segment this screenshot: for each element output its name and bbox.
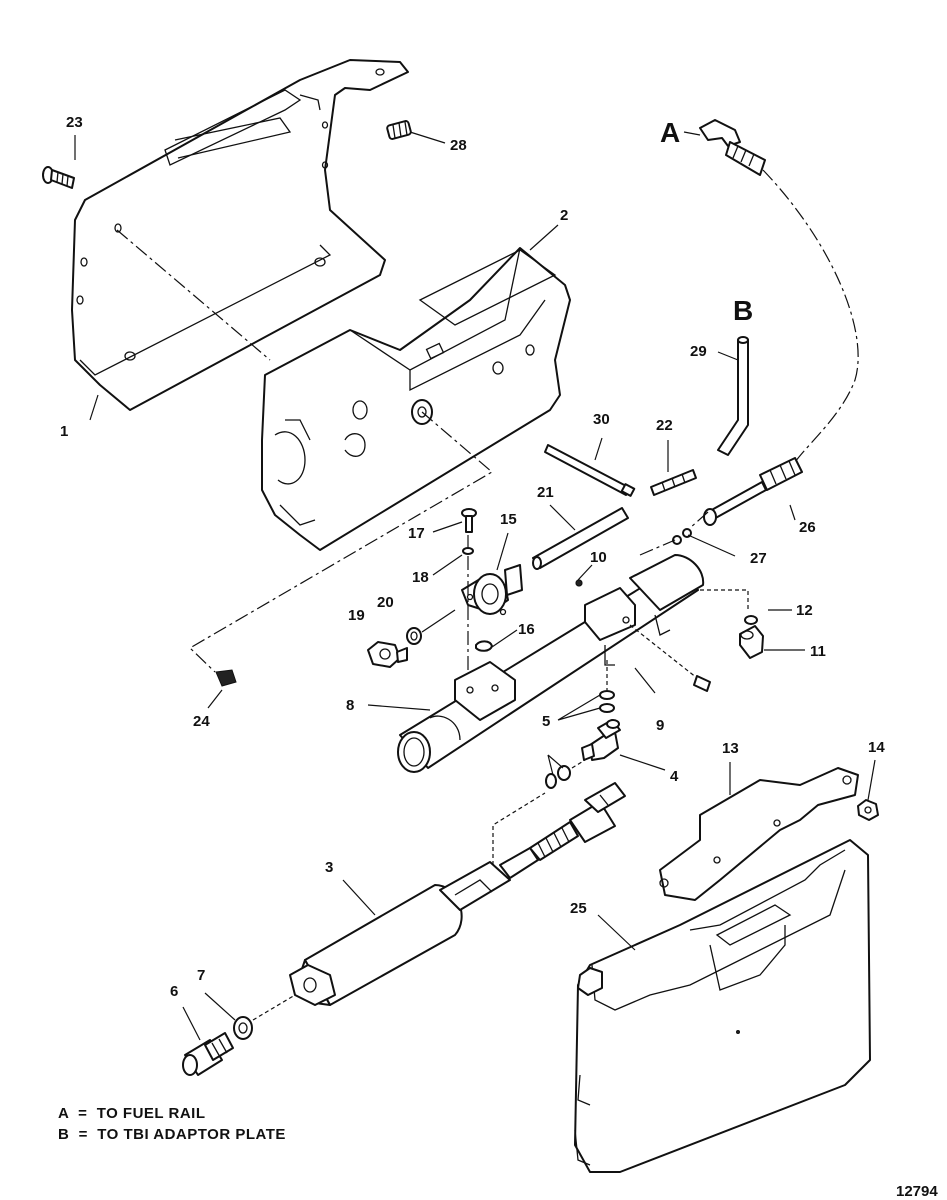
callout-6: 6 — [170, 983, 178, 1000]
connection-b-label: B — [733, 295, 753, 326]
callout-10: 10 — [590, 549, 607, 566]
callout-5: 5 — [542, 713, 550, 730]
callout-29: 29 — [690, 343, 707, 360]
connection-a-label: A — [660, 117, 680, 148]
callout-19: 19 — [348, 607, 365, 624]
leader-lines — [74, 131, 876, 1041]
callout-8: 8 — [346, 697, 354, 714]
screw — [42, 166, 75, 189]
callout-7: 7 — [197, 967, 205, 984]
callout-20: 20 — [377, 594, 394, 611]
tie-strap — [544, 444, 636, 497]
drawing-code: 12794 — [896, 1183, 938, 1200]
regulator-screw — [461, 508, 477, 672]
callout-9: 9 — [656, 717, 664, 734]
fuel-cooler — [397, 554, 705, 773]
callout-12: 12 — [796, 602, 813, 619]
bracket-clip — [386, 120, 412, 140]
mounting-bracket — [71, 59, 409, 411]
pressure-regulator — [461, 564, 523, 616]
retaining-clip — [475, 640, 493, 652]
hose-fitting — [703, 457, 803, 526]
callout-25: 25 — [570, 900, 587, 917]
legend: A = TO FUEL RAIL B = TO TBI ADAPTOR PLAT… — [58, 1105, 286, 1143]
callout-13: 13 — [722, 740, 739, 757]
callout-labels: 1 2 3 4 5 6 7 8 9 10 11 12 13 14 15 16 1… — [60, 114, 885, 1000]
callout-21: 21 — [537, 484, 554, 501]
callout-11: 11 — [810, 643, 826, 660]
fuel-pump — [289, 782, 626, 1006]
alignment-lines — [116, 229, 709, 673]
inlet-fitting — [182, 994, 296, 1076]
callout-28: 28 — [450, 137, 467, 154]
plug — [575, 579, 583, 587]
pump-cover — [574, 839, 871, 1173]
callout-4: 4 — [670, 768, 679, 785]
callout-22: 22 — [656, 417, 673, 434]
callout-2: 2 — [560, 207, 568, 224]
callout-1: 1 — [60, 423, 68, 440]
legend-b: B = TO TBI ADAPTOR PLATE — [58, 1126, 286, 1143]
tube — [532, 507, 629, 570]
o-rings — [672, 528, 692, 545]
bolt — [215, 669, 237, 687]
nut — [367, 609, 456, 668]
callout-24: 24 — [193, 713, 210, 730]
elbow-fitting — [700, 589, 764, 659]
callout-30: 30 — [593, 411, 610, 428]
vent-hose — [717, 336, 749, 456]
callout-3: 3 — [325, 859, 333, 876]
callout-17: 17 — [408, 525, 425, 542]
fuel-rail-hose — [699, 119, 859, 471]
callout-26: 26 — [799, 519, 816, 536]
callout-15: 15 — [500, 511, 517, 528]
cover-bracket — [659, 767, 859, 901]
cover-nut — [857, 799, 879, 821]
callout-27: 27 — [750, 550, 767, 567]
callout-14: 14 — [868, 739, 885, 756]
hose-connector — [650, 469, 697, 496]
legend-a: A = TO FUEL RAIL — [58, 1105, 206, 1122]
bleed-screw — [629, 624, 711, 692]
callout-23: 23 — [66, 114, 83, 131]
tee-fitting — [545, 660, 621, 789]
callout-18: 18 — [412, 569, 429, 586]
callout-16: 16 — [518, 621, 535, 638]
